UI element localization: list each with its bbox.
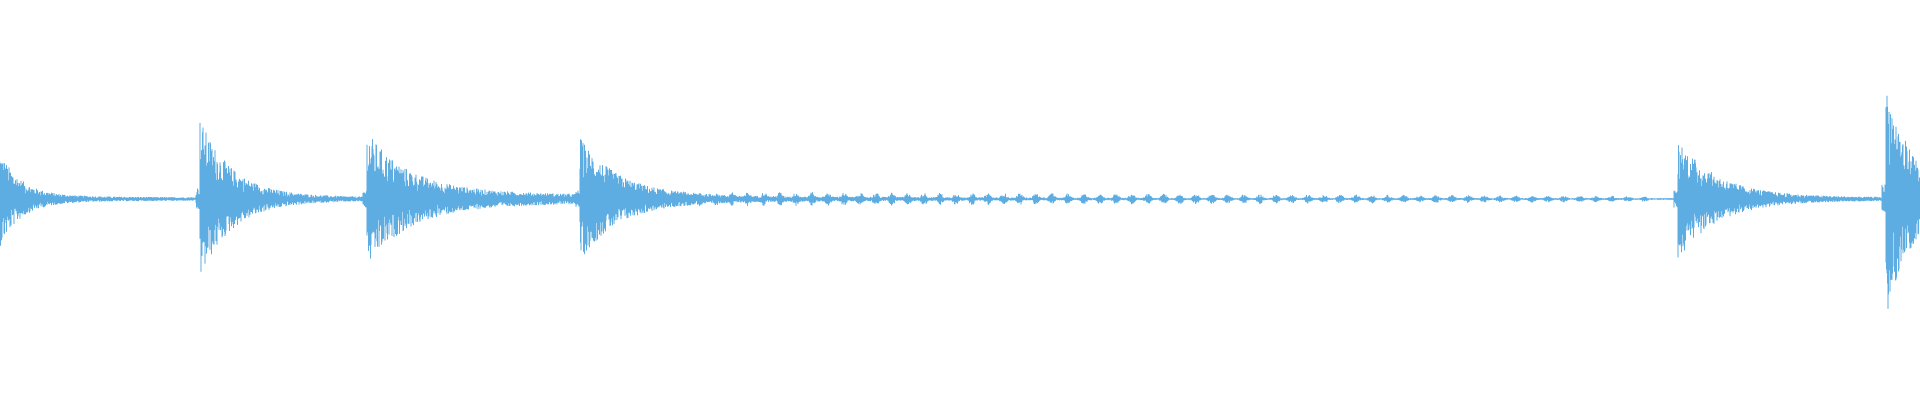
waveform-path — [0, 95, 1920, 309]
